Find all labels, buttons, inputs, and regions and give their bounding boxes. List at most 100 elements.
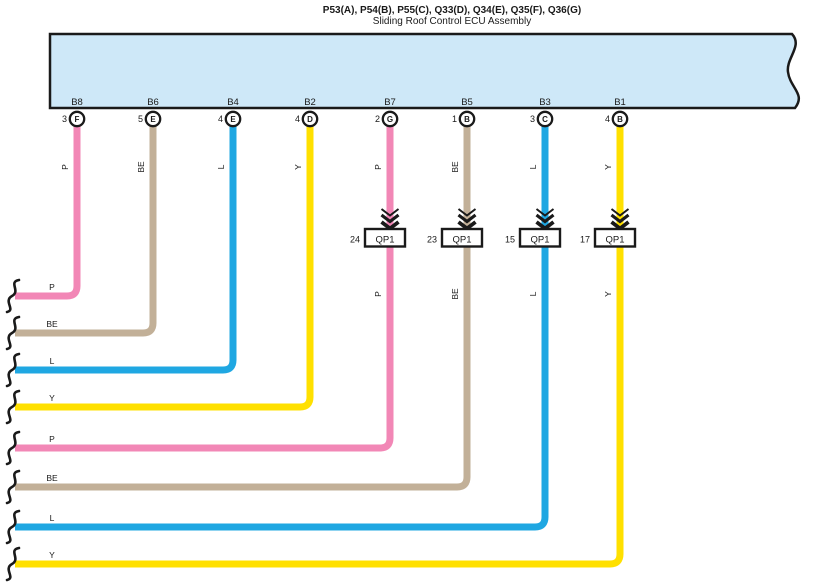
- wire-color-label-top: Y: [603, 164, 613, 170]
- chevron-stroke: [380, 208, 400, 217]
- wire-color-label-top: Y: [293, 164, 303, 170]
- connector-letter-circle: [611, 110, 629, 128]
- wire-B5-be: [15, 124, 471, 491]
- connector-id-label: B3: [539, 97, 551, 108]
- connector-letter: D: [307, 115, 313, 124]
- chevron-stroke: [380, 213, 400, 224]
- wire-B1-y: [15, 124, 624, 568]
- connector-letter: B: [464, 115, 470, 124]
- wire-B2-y: [15, 124, 314, 411]
- wire-color-label-top: P: [60, 164, 70, 170]
- chevron-stroke: [610, 213, 630, 224]
- title-connector-codes: P53(A), P54(B), P55(C), Q33(D), Q34(E), …: [322, 5, 582, 16]
- connector-letter-circle: [68, 110, 86, 128]
- pin-number: 3: [530, 114, 535, 124]
- pin-number: 4: [218, 114, 223, 124]
- wire-color-label-mid: P: [373, 291, 383, 297]
- title-assembly-name: Sliding Roof Control ECU Assembly: [372, 16, 532, 27]
- connector-letter-circle: [144, 110, 162, 128]
- wire-color-label-top: L: [528, 164, 538, 169]
- connector-id-label: B5: [461, 97, 473, 108]
- pin-number: 4: [605, 114, 610, 124]
- connector-letter-circle: [301, 110, 319, 128]
- harness-break-icon: [5, 469, 21, 505]
- wire-B4-l: [15, 124, 237, 374]
- connector-id-label: B7: [384, 97, 396, 108]
- connector-id-label: B1: [614, 97, 626, 108]
- connector-letter-circle: [381, 110, 399, 128]
- connector-id-label: B4: [227, 97, 239, 108]
- pin-number: 1: [452, 114, 457, 124]
- connector-id-label: B8: [71, 97, 83, 108]
- junction-label: QP1: [375, 235, 394, 246]
- junction-label: QP1: [530, 235, 549, 246]
- wire-color-label-row: P: [49, 434, 55, 444]
- wire-color-label-row: BE: [46, 473, 58, 483]
- wire-color-label-top: BE: [450, 161, 460, 173]
- junction-pin-number: 23: [427, 235, 437, 245]
- junction-pin-number: 15: [505, 235, 515, 245]
- connector-letter: B: [617, 115, 623, 124]
- harness-break-icon: [5, 546, 21, 582]
- chevron-stroke: [457, 213, 477, 224]
- wire-color-label-row: Y: [49, 550, 55, 560]
- connector-letter-circle: [536, 110, 554, 128]
- junction-label: QP1: [605, 235, 624, 246]
- connector-letter: E: [150, 115, 156, 124]
- wire-color-label-mid: L: [528, 291, 538, 296]
- connector-id-label: B6: [147, 97, 159, 108]
- chevron-stroke: [457, 208, 477, 217]
- wire-color-label-top: P: [373, 164, 383, 170]
- harness-break-icon: [5, 509, 21, 545]
- wire-B8-p: [15, 124, 81, 300]
- wire-color-label-row: Y: [49, 393, 55, 403]
- junction-connector-box: [363, 227, 407, 248]
- junction-label: QP1: [452, 235, 471, 246]
- connector-letter: F: [75, 115, 80, 124]
- junction-pin-number: 17: [580, 235, 590, 245]
- pin-number: 3: [62, 114, 67, 124]
- connector-letter: E: [230, 115, 236, 124]
- junction-connector-box: [440, 227, 484, 248]
- wire-color-label-mid: Y: [603, 291, 613, 297]
- wire-B3-l: [15, 124, 549, 531]
- diagram-title: P53(A), P54(B), P55(C), Q33(D), Q34(E), …: [252, 5, 652, 27]
- harness-break-icon: [5, 389, 21, 425]
- connector-letter-circle: [458, 110, 476, 128]
- connector-letter: G: [387, 115, 393, 124]
- connector-id-label: B2: [304, 97, 316, 108]
- chevron-stroke: [535, 213, 555, 224]
- pin-number: 5: [138, 114, 143, 124]
- wire-color-label-mid: BE: [450, 288, 460, 300]
- junction-connector-box: [593, 227, 637, 248]
- harness-break-icon: [5, 430, 21, 466]
- wire-B6-be: [15, 124, 157, 337]
- wire-B7-p: [15, 124, 394, 452]
- junction-pin-number: 24: [350, 235, 360, 245]
- wire-color-label-top: L: [216, 164, 226, 169]
- connector-letter-circle: [224, 110, 242, 128]
- pin-number: 4: [295, 114, 300, 124]
- ecu-assembly-box: [48, 32, 801, 110]
- junction-connector-box: [518, 227, 562, 248]
- wire-color-label-row: L: [50, 356, 55, 366]
- connector-letter: C: [542, 115, 548, 124]
- pin-number: 2: [375, 114, 380, 124]
- chevron-stroke: [610, 208, 630, 217]
- chevron-stroke: [535, 208, 555, 217]
- wire-color-label-row: L: [50, 513, 55, 523]
- harness-break-icon: [5, 278, 21, 314]
- harness-break-icon: [5, 352, 21, 388]
- wire-color-label-row: BE: [46, 319, 58, 329]
- harness-break-icon: [5, 315, 21, 351]
- wire-color-label-top: BE: [136, 161, 146, 173]
